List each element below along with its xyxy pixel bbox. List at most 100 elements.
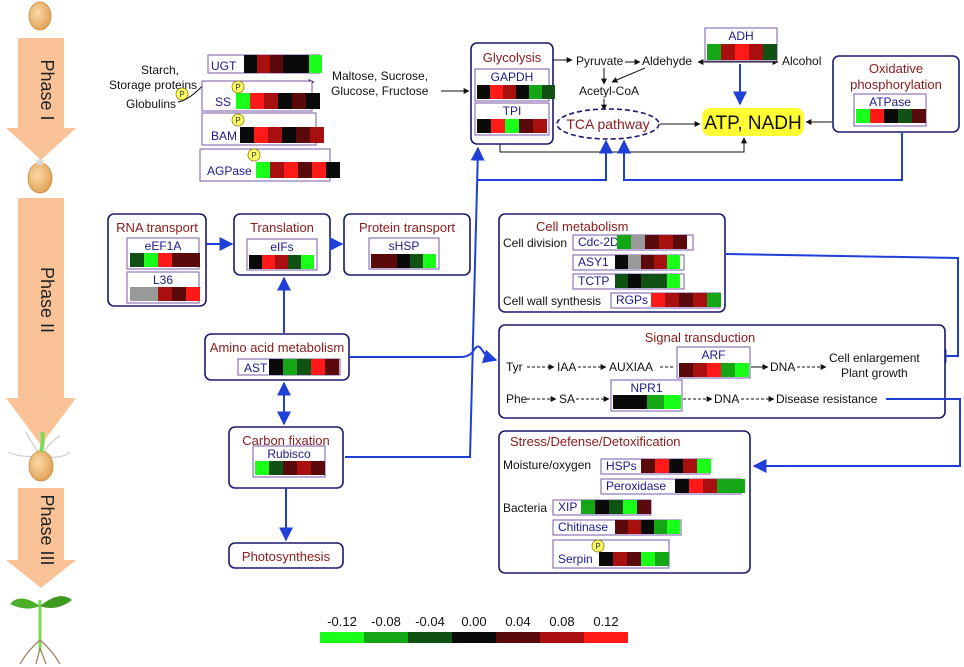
heatmap-cell <box>735 363 749 377</box>
heatmap-cell <box>172 287 186 301</box>
heatmap-cell <box>172 253 186 267</box>
legend-swatch <box>320 632 364 643</box>
heatmap-cell <box>749 44 763 60</box>
heatmap-cell <box>254 127 268 143</box>
germinating-seed-icon <box>7 431 71 482</box>
protein-label: sHSP <box>389 239 420 253</box>
legend-swatch <box>496 632 540 643</box>
moisture-label: Moisture/oxygen <box>503 458 591 472</box>
protein-label: L36 <box>153 273 173 287</box>
heatmap-cell <box>268 127 282 143</box>
acetyl-coa-text: Acetyl-CoA <box>579 84 639 98</box>
tyr-text: Tyr <box>506 360 523 374</box>
protein-gapdh: GAPDH <box>474 68 555 102</box>
heatmap-cell <box>284 162 298 178</box>
protein-arf: ARF <box>676 346 751 379</box>
tca-pathway-label: TCA pathway <box>566 116 649 132</box>
legend-tick: 0.12 <box>593 614 618 629</box>
heatmap-cell <box>130 253 144 267</box>
heatmap-cell <box>693 293 707 307</box>
stress-title: Stress/Defense/Detoxification <box>510 434 681 449</box>
dna-text: DNA <box>770 360 795 374</box>
phase-arrow-1 <box>6 38 76 160</box>
heatmap-cell <box>721 363 735 377</box>
heatmap-cell <box>275 255 288 269</box>
heatmap-cell <box>490 85 503 99</box>
heatmap-cell <box>298 162 312 178</box>
auxiaa-text: AUXIAA <box>609 360 653 374</box>
phosphorylation-icon: P <box>247 148 261 162</box>
heatmap-cell <box>255 461 269 475</box>
legend-tick: -0.08 <box>371 614 401 629</box>
plant-growth-text: Plant growth <box>841 366 908 380</box>
heatmap-cell <box>477 119 491 133</box>
starch-text: Starch, <box>141 63 179 77</box>
protein-label: Peroxidase <box>606 479 666 493</box>
heatmap-cell <box>641 552 655 566</box>
heatmap-cell <box>628 274 641 288</box>
phospho-label: P <box>251 151 256 160</box>
heatmap-cell <box>306 93 320 109</box>
protein-ss: SS P <box>201 80 320 112</box>
phospho-label: P <box>179 90 184 99</box>
legend-swatch <box>364 632 408 643</box>
heatmap-cell <box>410 254 423 268</box>
protein-label: AGPase <box>207 164 252 178</box>
heatmap-cell <box>654 255 667 269</box>
heatmap-cell <box>615 520 628 534</box>
heatmap-cell <box>158 253 172 267</box>
heatmap-cell <box>703 479 717 493</box>
heatmap-cell <box>679 363 693 377</box>
protein-rgps: RGPs <box>610 292 721 309</box>
heatmap-cell <box>309 55 322 73</box>
heatmap-cell <box>721 44 735 60</box>
protein-label: ARF <box>702 348 726 362</box>
protein-shsp: sHSP <box>368 237 440 270</box>
heatmap-cell <box>641 255 654 269</box>
heatmap-cell <box>269 461 283 475</box>
sugars-text: Glucose, Fructose <box>331 84 429 98</box>
heatmap-cell <box>283 55 296 73</box>
heatmap-cell <box>655 552 669 566</box>
oxphos-title: Oxidative <box>869 61 923 76</box>
oxphos-title: phosphorylation <box>850 77 942 92</box>
heatmap-cell <box>912 109 926 123</box>
heatmap-cell <box>631 235 645 249</box>
legend-swatch <box>452 632 496 643</box>
protein-npr1: NPR1 <box>610 379 683 412</box>
heatmap-cell <box>270 55 283 73</box>
heatmap-cell <box>270 162 284 178</box>
heatmap-cell <box>898 109 912 123</box>
phosphorylation-icon: P <box>231 80 245 94</box>
heatmap-cell <box>689 479 703 493</box>
heatmap-cell <box>186 253 200 267</box>
heatmap-cell <box>615 274 628 288</box>
legend-tick: 0.00 <box>461 614 486 629</box>
protein-label: Chitinase <box>558 520 608 534</box>
protein-tpi: TPI <box>474 102 550 136</box>
heatmap-cell <box>297 359 311 375</box>
heatmap-cell <box>144 253 158 267</box>
protein-label: SS <box>215 95 231 109</box>
signal-transduction-title: Signal transduction <box>645 330 756 345</box>
photosynthesis-title: Photosynthesis <box>242 549 331 564</box>
protein-label: XIP <box>558 500 577 514</box>
heatmap-cell <box>371 254 384 268</box>
heatmap-cell <box>630 395 647 409</box>
heatmap-cell <box>325 359 339 375</box>
photosynthesis-box <box>228 542 344 569</box>
heatmap-cell <box>641 520 654 534</box>
heatmap-cell <box>673 235 687 249</box>
heatmap-cell <box>884 109 898 123</box>
heatmap-cell <box>326 162 340 178</box>
heatmap-cell <box>667 255 680 269</box>
heatmap-cell <box>659 235 673 249</box>
protein-label: ADH <box>728 29 753 43</box>
cell-metabolism-title: Cell metabolism <box>536 219 628 234</box>
heatmap-cell <box>264 93 278 109</box>
heatmap-cell <box>256 162 270 178</box>
phospho-label: P <box>235 83 240 92</box>
heatmap-cell <box>288 255 301 269</box>
heatmap-cell <box>311 461 325 475</box>
